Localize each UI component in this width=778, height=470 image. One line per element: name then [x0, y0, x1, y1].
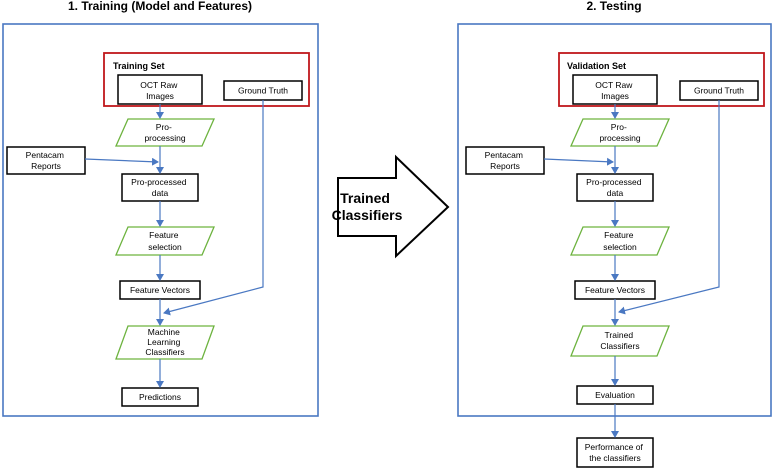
- svg-text:Machine Learning: Machine Learning Classifiers: [145, 327, 184, 357]
- testing-preprocessing-line1: Pro-: [611, 122, 627, 132]
- training-pentacam-node: Pentacam Reports: [6, 146, 86, 175]
- testing-classifier-node: Trained Classifiers: [570, 325, 670, 357]
- testing-connectors: [543, 100, 720, 438]
- testing-preprocessed-line2: data: [607, 188, 624, 198]
- svg-text:Pro- processing: Pro- processing: [599, 122, 640, 143]
- validation-set-box: [558, 52, 765, 107]
- training-classifier-line3: Classifiers: [145, 347, 184, 357]
- training-panel: 1. Training (Model and Features) Trainin…: [2, 0, 319, 417]
- testing-classifier-line1: Trained: [605, 330, 634, 340]
- svg-text:OCT Raw Images: OCT Raw Images: [595, 80, 635, 101]
- svg-text:Pentacam Reports: Pentacam Reports: [485, 150, 526, 171]
- svg-text:Trained Classifiers: Trained Classifiers: [332, 190, 403, 223]
- testing-preprocessed-line1: Pro-processed: [586, 177, 642, 187]
- training-set-title: Training Set: [113, 61, 165, 71]
- svg-text:Pro-processed data: Pro-processed data: [131, 177, 189, 198]
- training-preprocessed-line2: data: [152, 188, 169, 198]
- testing-oct-images-node: OCT Raw Images: [572, 74, 658, 105]
- training-pentacam-line2: Reports: [31, 161, 61, 171]
- training-preprocessed-node: Pro-processed data: [121, 173, 199, 202]
- testing-pentacam-line2: Reports: [490, 161, 520, 171]
- testing-preprocessed-node: Pro-processed data: [576, 173, 654, 202]
- training-connectors: [84, 100, 264, 388]
- testing-evaluation-node: Evaluation: [576, 385, 654, 405]
- testing-panel: 2. Testing Validation Set OCT Raw Images…: [457, 0, 772, 468]
- testing-performance-node: Performance of the classifiers: [576, 437, 654, 468]
- testing-feature-selection-line1: Feature: [604, 230, 634, 240]
- svg-text:Feature selection: Feature selection: [148, 230, 182, 252]
- testing-oct-line1: OCT Raw: [595, 80, 633, 90]
- testing-ground-truth-label: Ground Truth: [694, 86, 744, 96]
- testing-classifier-line2: Classifiers: [600, 341, 639, 351]
- testing-feature-selection-node: Feature selection: [570, 226, 670, 256]
- training-preprocessing-line2: processing: [144, 133, 185, 143]
- arrow-label-line1: Trained: [340, 190, 390, 206]
- testing-feature-selection-line2: selection: [603, 242, 637, 252]
- training-classifier-line1: Machine: [148, 327, 180, 337]
- training-feature-selection-node: Feature selection: [115, 226, 215, 256]
- svg-text:Pro- processing: Pro- processing: [144, 122, 185, 143]
- testing-ground-truth-node: Ground Truth: [679, 80, 759, 101]
- validation-set-title: Validation Set: [567, 61, 626, 71]
- testing-preprocessing-node: Pro- processing: [569, 118, 671, 147]
- svg-text:Pro-processed data: Pro-processed data: [586, 177, 644, 198]
- testing-pentacam-line1: Pentacam: [485, 150, 523, 160]
- svg-text:Feature selection: Feature selection: [603, 230, 637, 252]
- training-preprocessed-line1: Pro-processed: [131, 177, 187, 187]
- training-set-box: [103, 52, 310, 107]
- testing-feature-vectors-node: Feature Vectors: [574, 280, 656, 300]
- svg-text:Trained Classifiers: Trained Classifiers: [600, 330, 639, 351]
- testing-feature-vectors-label: Feature Vectors: [585, 285, 645, 295]
- testing-oct-line2: Images: [601, 91, 629, 101]
- training-feature-vectors-label: Feature Vectors: [130, 285, 190, 295]
- training-preprocessing-line1: Pro-: [156, 122, 172, 132]
- training-classifier-node: Machine Learning Classifiers: [115, 325, 215, 360]
- training-pentacam-line1: Pentacam: [26, 150, 64, 160]
- training-predictions-node: Predictions: [121, 387, 199, 407]
- arrow-label-line2: Classifiers: [332, 207, 403, 223]
- training-ground-truth-label: Ground Truth: [238, 86, 288, 96]
- training-feature-selection-line2: selection: [148, 242, 182, 252]
- training-feature-selection-line1: Feature: [149, 230, 179, 240]
- training-panel-border: [2, 23, 319, 417]
- training-oct-images-node: OCT Raw Images: [117, 74, 203, 105]
- training-oct-line1: OCT Raw: [140, 80, 178, 90]
- testing-performance-line2: the classifiers: [589, 453, 641, 463]
- training-preprocessing-node: Pro- processing: [114, 118, 216, 147]
- svg-text:Performance of the cla: Performance of the classifiers: [585, 442, 646, 463]
- trained-classifiers-arrow: Trained Classifiers: [332, 154, 450, 259]
- training-ground-truth-node: Ground Truth: [223, 80, 303, 101]
- training-oct-line2: Images: [146, 91, 174, 101]
- testing-evaluation-label: Evaluation: [595, 390, 635, 400]
- training-title: 1. Training (Model and Features): [68, 0, 252, 13]
- training-feature-vectors-node: Feature Vectors: [119, 280, 201, 300]
- testing-pentacam-node: Pentacam Reports: [465, 146, 545, 175]
- training-classifier-line2: Learning: [147, 337, 180, 347]
- testing-title: 2. Testing: [586, 0, 641, 13]
- testing-preprocessing-line2: processing: [599, 133, 640, 143]
- svg-text:Pentacam Reports: Pentacam Reports: [26, 150, 67, 171]
- svg-text:OCT Raw Images: OCT Raw Images: [140, 80, 180, 101]
- testing-performance-line1: Performance of: [585, 442, 644, 452]
- training-predictions-label: Predictions: [139, 392, 181, 402]
